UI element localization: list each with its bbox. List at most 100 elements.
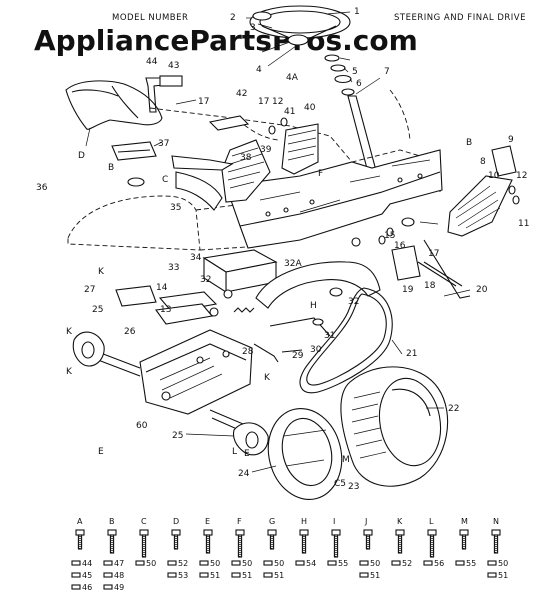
- bolt-thread: [142, 551, 146, 554]
- callout: 16: [394, 241, 406, 251]
- bolt-thread: [494, 545, 498, 548]
- nut-icon: [263, 560, 273, 566]
- callout: 39: [260, 145, 272, 155]
- bolt-thread: [78, 537, 82, 540]
- callout: 31: [324, 331, 335, 341]
- bracket-14: [158, 291, 218, 313]
- callout: 11: [518, 219, 529, 229]
- callout: B: [108, 163, 114, 173]
- bolt-thread: [78, 535, 82, 538]
- bolt-thread: [494, 551, 498, 554]
- hardware-callout: 55: [466, 559, 476, 568]
- callout: 23: [348, 482, 359, 492]
- callout: M: [342, 455, 350, 465]
- hardware-letter: H: [301, 517, 307, 526]
- bolt-thread: [398, 535, 402, 538]
- nut-icon: [231, 560, 241, 566]
- callout: 24: [238, 469, 250, 479]
- bolt-thread: [366, 545, 370, 548]
- bolt-thread: [238, 539, 242, 542]
- callout: 21: [406, 349, 417, 359]
- seat-bracket: [111, 141, 157, 187]
- callout: 60: [136, 421, 148, 431]
- bolt-thread: [430, 539, 434, 542]
- hardware-item: I55: [327, 517, 348, 568]
- bolt-thread: [494, 535, 498, 538]
- bolt-thread: [462, 547, 466, 550]
- bolt-thread: [366, 535, 370, 538]
- callout: 4A: [286, 73, 299, 83]
- bolt-thread: [238, 549, 242, 552]
- link-28: [253, 343, 279, 363]
- bolt-thread: [142, 537, 146, 540]
- callout: 42: [236, 89, 247, 99]
- bolt-thread: [238, 543, 242, 546]
- callout: 4: [256, 65, 262, 75]
- bolt-thread: [206, 537, 210, 540]
- callout: 2: [230, 13, 236, 23]
- bolt-thread: [78, 547, 82, 550]
- bolt-thread: [206, 543, 210, 546]
- bolt-thread: [430, 537, 434, 540]
- callout: 20: [476, 285, 488, 295]
- bolt-head: [395, 529, 405, 536]
- callout: C5: [334, 479, 346, 489]
- hardware-letter: N: [493, 517, 499, 526]
- hardware-callout: 52: [402, 559, 412, 568]
- bolt-thread: [110, 539, 114, 542]
- bolt-head: [203, 529, 213, 536]
- nut-icon: [103, 584, 113, 590]
- bolt-thread: [270, 541, 274, 544]
- callout: 26: [124, 327, 136, 337]
- bolt-thread: [462, 535, 466, 538]
- seat: [65, 80, 163, 130]
- bolt-thread: [302, 535, 306, 538]
- rear-fender: [255, 261, 381, 309]
- bolt-thread: [174, 537, 178, 540]
- drive-belt: [299, 287, 393, 394]
- bolt-thread: [238, 535, 242, 538]
- hardware-callout: 50: [242, 559, 252, 568]
- callout: 36: [36, 183, 48, 193]
- bolt-thread: [270, 547, 274, 550]
- bolt-thread: [462, 539, 466, 542]
- bolt-thread: [334, 541, 338, 544]
- hardware-callout: 50: [370, 559, 380, 568]
- hardware-letter: G: [269, 517, 275, 526]
- callout: 25: [172, 431, 183, 441]
- hardware-callout: 56: [434, 559, 444, 568]
- bolt-thread: [206, 535, 210, 538]
- bolt-thread: [398, 539, 402, 542]
- nut-icon: [391, 560, 401, 566]
- steering-wheel: [249, 5, 351, 46]
- bolt-thread: [110, 547, 114, 550]
- bolt-thread: [430, 549, 434, 552]
- bolt-thread: [462, 543, 466, 546]
- bolt-thread: [142, 541, 146, 544]
- transaxle: [139, 329, 253, 415]
- nut-icon: [71, 572, 81, 578]
- bolt-thread: [430, 553, 434, 556]
- hardware-callout: 53: [178, 571, 188, 580]
- hardware-callout: 48: [114, 571, 124, 580]
- bolt-thread: [430, 545, 434, 548]
- bolt-thread: [270, 545, 274, 548]
- bolt-thread: [494, 539, 498, 542]
- callout: 10: [488, 171, 500, 181]
- section-title: STEERING AND FINAL DRIVE: [394, 13, 526, 23]
- bolt-thread: [142, 547, 146, 550]
- watermark: AppliancePartsPros.com: [34, 24, 418, 57]
- callout: 9: [508, 135, 514, 145]
- brake-rod: [423, 239, 471, 299]
- left-axle-hub: [72, 331, 141, 377]
- nut-icon: [295, 560, 305, 566]
- bolt-head: [363, 529, 373, 536]
- bolt-thread: [110, 537, 114, 540]
- callout: K: [66, 327, 73, 337]
- bolt-thread: [494, 549, 498, 552]
- bolt-thread: [238, 553, 242, 556]
- center-footrest: [281, 123, 319, 175]
- hardware-letter: I: [333, 517, 335, 526]
- link-29: [281, 349, 303, 353]
